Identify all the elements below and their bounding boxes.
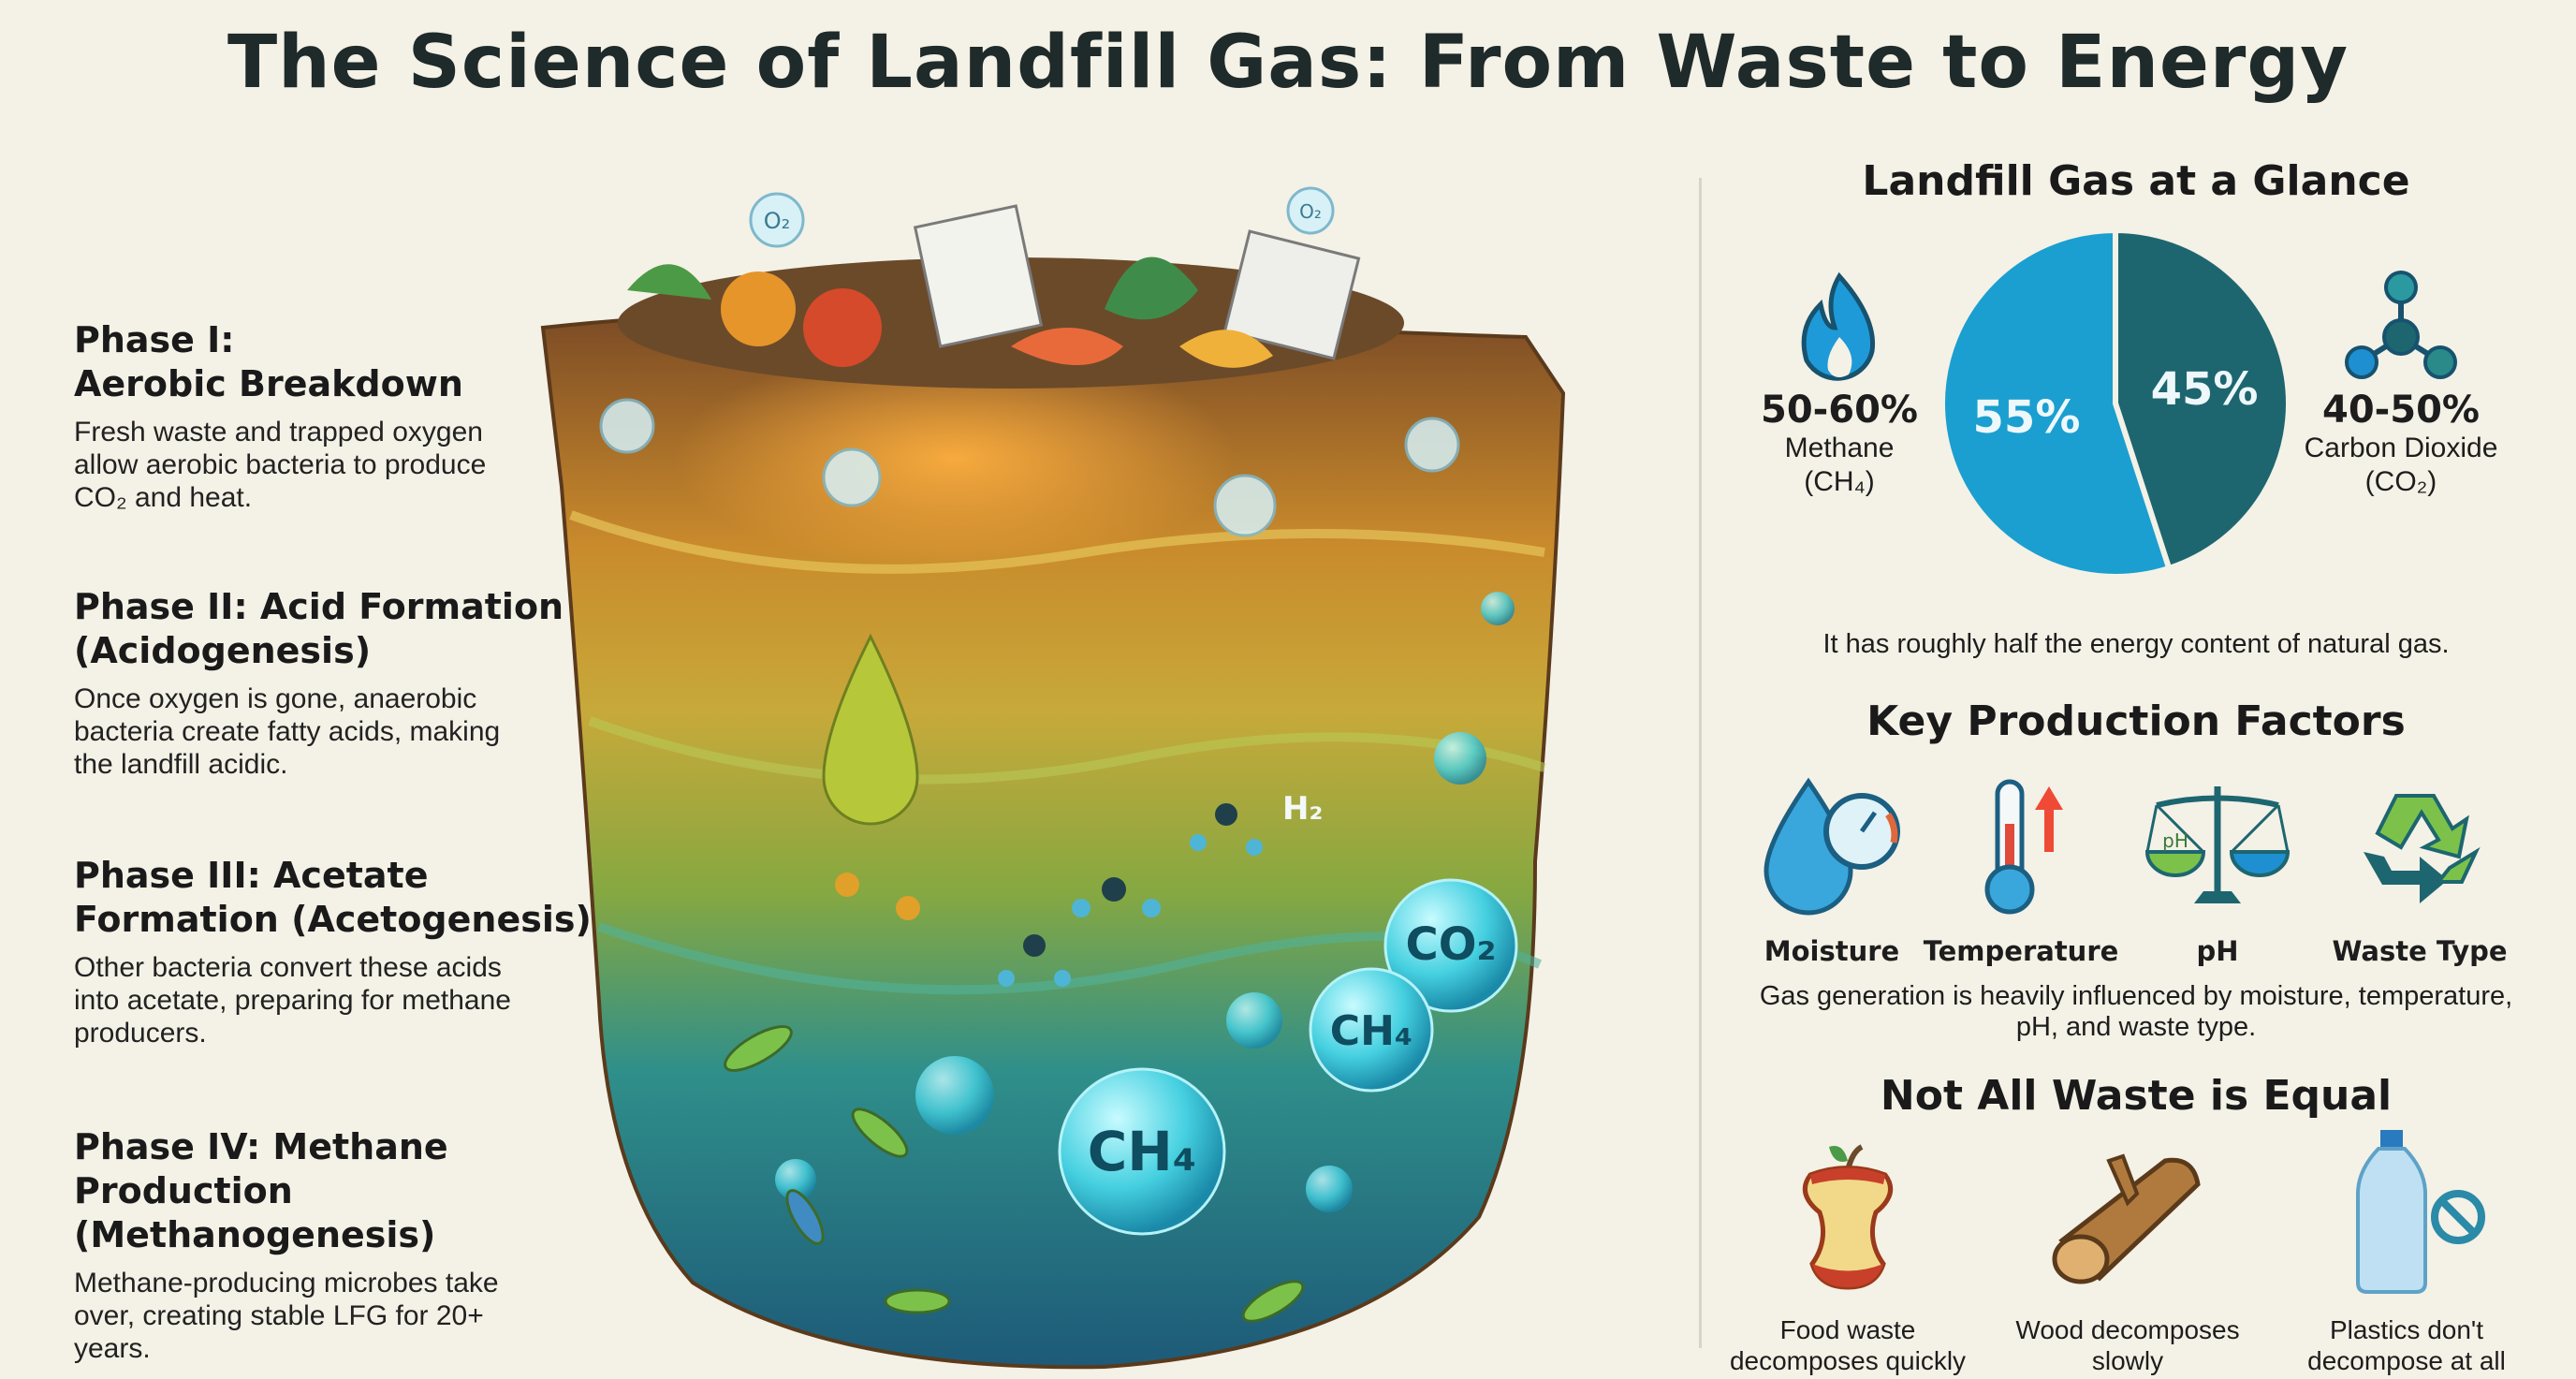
co2-formula: (CO₂) xyxy=(2364,466,2437,497)
recycle-icon xyxy=(2364,794,2481,903)
pie-slice-methane xyxy=(1939,227,2173,579)
molecule-icons xyxy=(835,803,1263,987)
molecule-icon xyxy=(2345,271,2457,379)
waste-plastic: Plastics don't decompose at all xyxy=(2266,1128,2547,1376)
factor-temperature: Temperature xyxy=(1913,777,2129,967)
pie-label: 55% xyxy=(1973,391,2081,444)
factors-title: Key Production Factors xyxy=(1866,697,2406,745)
microbe-icons xyxy=(724,1025,1305,1323)
gas-bubbles: CO₂ CH₄ CH₄ xyxy=(775,592,1518,1236)
co2-stat: 40-50% Carbon Dioxide (CO₂) xyxy=(2261,389,2541,499)
ch4-label: CH₄ xyxy=(1088,1120,1197,1183)
o2-label: O₂ xyxy=(764,208,791,234)
h2-label: H₂ xyxy=(1282,790,1323,828)
factor-label: Moisture xyxy=(1764,935,1900,967)
factor-waste-type: Waste Type xyxy=(2312,777,2527,967)
waste-title: Not All Waste is Equal xyxy=(1880,1072,2393,1120)
phase-body: Once oxygen is gone, anaerobic bacteria … xyxy=(74,683,501,780)
waste-label: Wood decomposes slowly xyxy=(2015,1315,2240,1375)
methane-stat: 50-60% Methane (CH₄) xyxy=(1699,389,1980,499)
phase-heading: Phase III: Acetate Formation (Acetogenes… xyxy=(74,855,592,940)
phase-body: Other bacteria convert these acids into … xyxy=(74,952,511,1049)
phase-2: Phase II: Acid Formation (Acidogenesis) … xyxy=(74,585,636,781)
phase-3: Phase III: Acetate Formation (Acetogenes… xyxy=(74,854,636,1049)
landfill-cross-section: O₂ O₂ H₂ CO₂ CH₄ CH₄ xyxy=(540,186,1566,1370)
heat-glow xyxy=(674,346,1236,571)
factor-label: pH xyxy=(2196,935,2239,967)
balance-scale-icon: pH xyxy=(2144,786,2291,903)
waste-pile xyxy=(618,204,1404,389)
phase-4: Phase IV: Methane Production (Methanogen… xyxy=(74,1125,636,1365)
page-title: The Science of Landfill Gas: From Waste … xyxy=(227,21,2349,105)
waste-label: Plastics don't decompose at all xyxy=(2307,1315,2506,1375)
waste-label: Food waste decomposes quickly xyxy=(1729,1315,1967,1375)
phase-heading: Phase IV: Methane Production (Methanogen… xyxy=(74,1126,448,1255)
factor-ph: pH pH xyxy=(2110,777,2325,967)
oxygen-bubbles: O₂ O₂ xyxy=(599,186,1460,537)
o2-label: O₂ xyxy=(1299,200,1322,223)
phase-heading: Phase II: Acid Formation (Acidogenesis) xyxy=(74,586,564,671)
co2-label: Carbon Dioxide xyxy=(2304,433,2498,463)
factor-label: Waste Type xyxy=(2332,935,2508,967)
factor-label: Temperature xyxy=(1923,935,2119,967)
divider xyxy=(1699,178,1702,1348)
methane-label: Methane xyxy=(1784,433,1895,463)
water-drop-gauge-icon xyxy=(1764,777,1900,916)
phase-body: Fresh waste and trapped oxygen allow aer… xyxy=(74,417,487,513)
phase-heading: Phase I: Aerobic Breakdown xyxy=(74,319,463,404)
wood-log-icon xyxy=(2052,1153,2201,1284)
waste-food: Food waste decomposes quickly xyxy=(1707,1137,1988,1376)
waste-wood: Wood decomposes slowly xyxy=(1987,1137,2268,1376)
thermometer-icon xyxy=(1984,779,2063,915)
ch4-label: CH₄ xyxy=(1330,1007,1412,1055)
gas-composition-pie: 45% 55% xyxy=(1939,227,2291,579)
glance-title: Landfill Gas at a Glance xyxy=(1862,157,2410,205)
factor-moisture: Moisture xyxy=(1724,777,1939,967)
leachate-drop-icon xyxy=(822,633,919,826)
factors-caption: Gas generation is heavily influenced by … xyxy=(1759,981,2513,1042)
flame-icon xyxy=(1801,271,1876,381)
glance-caption: It has roughly half the energy content o… xyxy=(1822,629,2450,659)
apple-core-icon xyxy=(1802,1144,1894,1290)
co2-label: CO₂ xyxy=(1405,918,1496,971)
methane-formula: (CH₄) xyxy=(1804,466,1875,497)
pie-label: 45% xyxy=(2151,363,2259,416)
phase-1: Phase I: Aerobic Breakdown Fresh waste a… xyxy=(74,318,636,514)
plastic-bottle-icon xyxy=(2356,1130,2485,1294)
phase-body: Methane-producing microbes take over, cr… xyxy=(74,1268,499,1364)
co2-percent: 40-50% xyxy=(2321,389,2480,432)
methane-percent: 50-60% xyxy=(1760,389,1918,432)
ph-tag: pH xyxy=(2162,829,2188,852)
pie-slice-carbon-dioxide xyxy=(2113,227,2291,572)
prohibited-icon xyxy=(2431,1190,2485,1244)
